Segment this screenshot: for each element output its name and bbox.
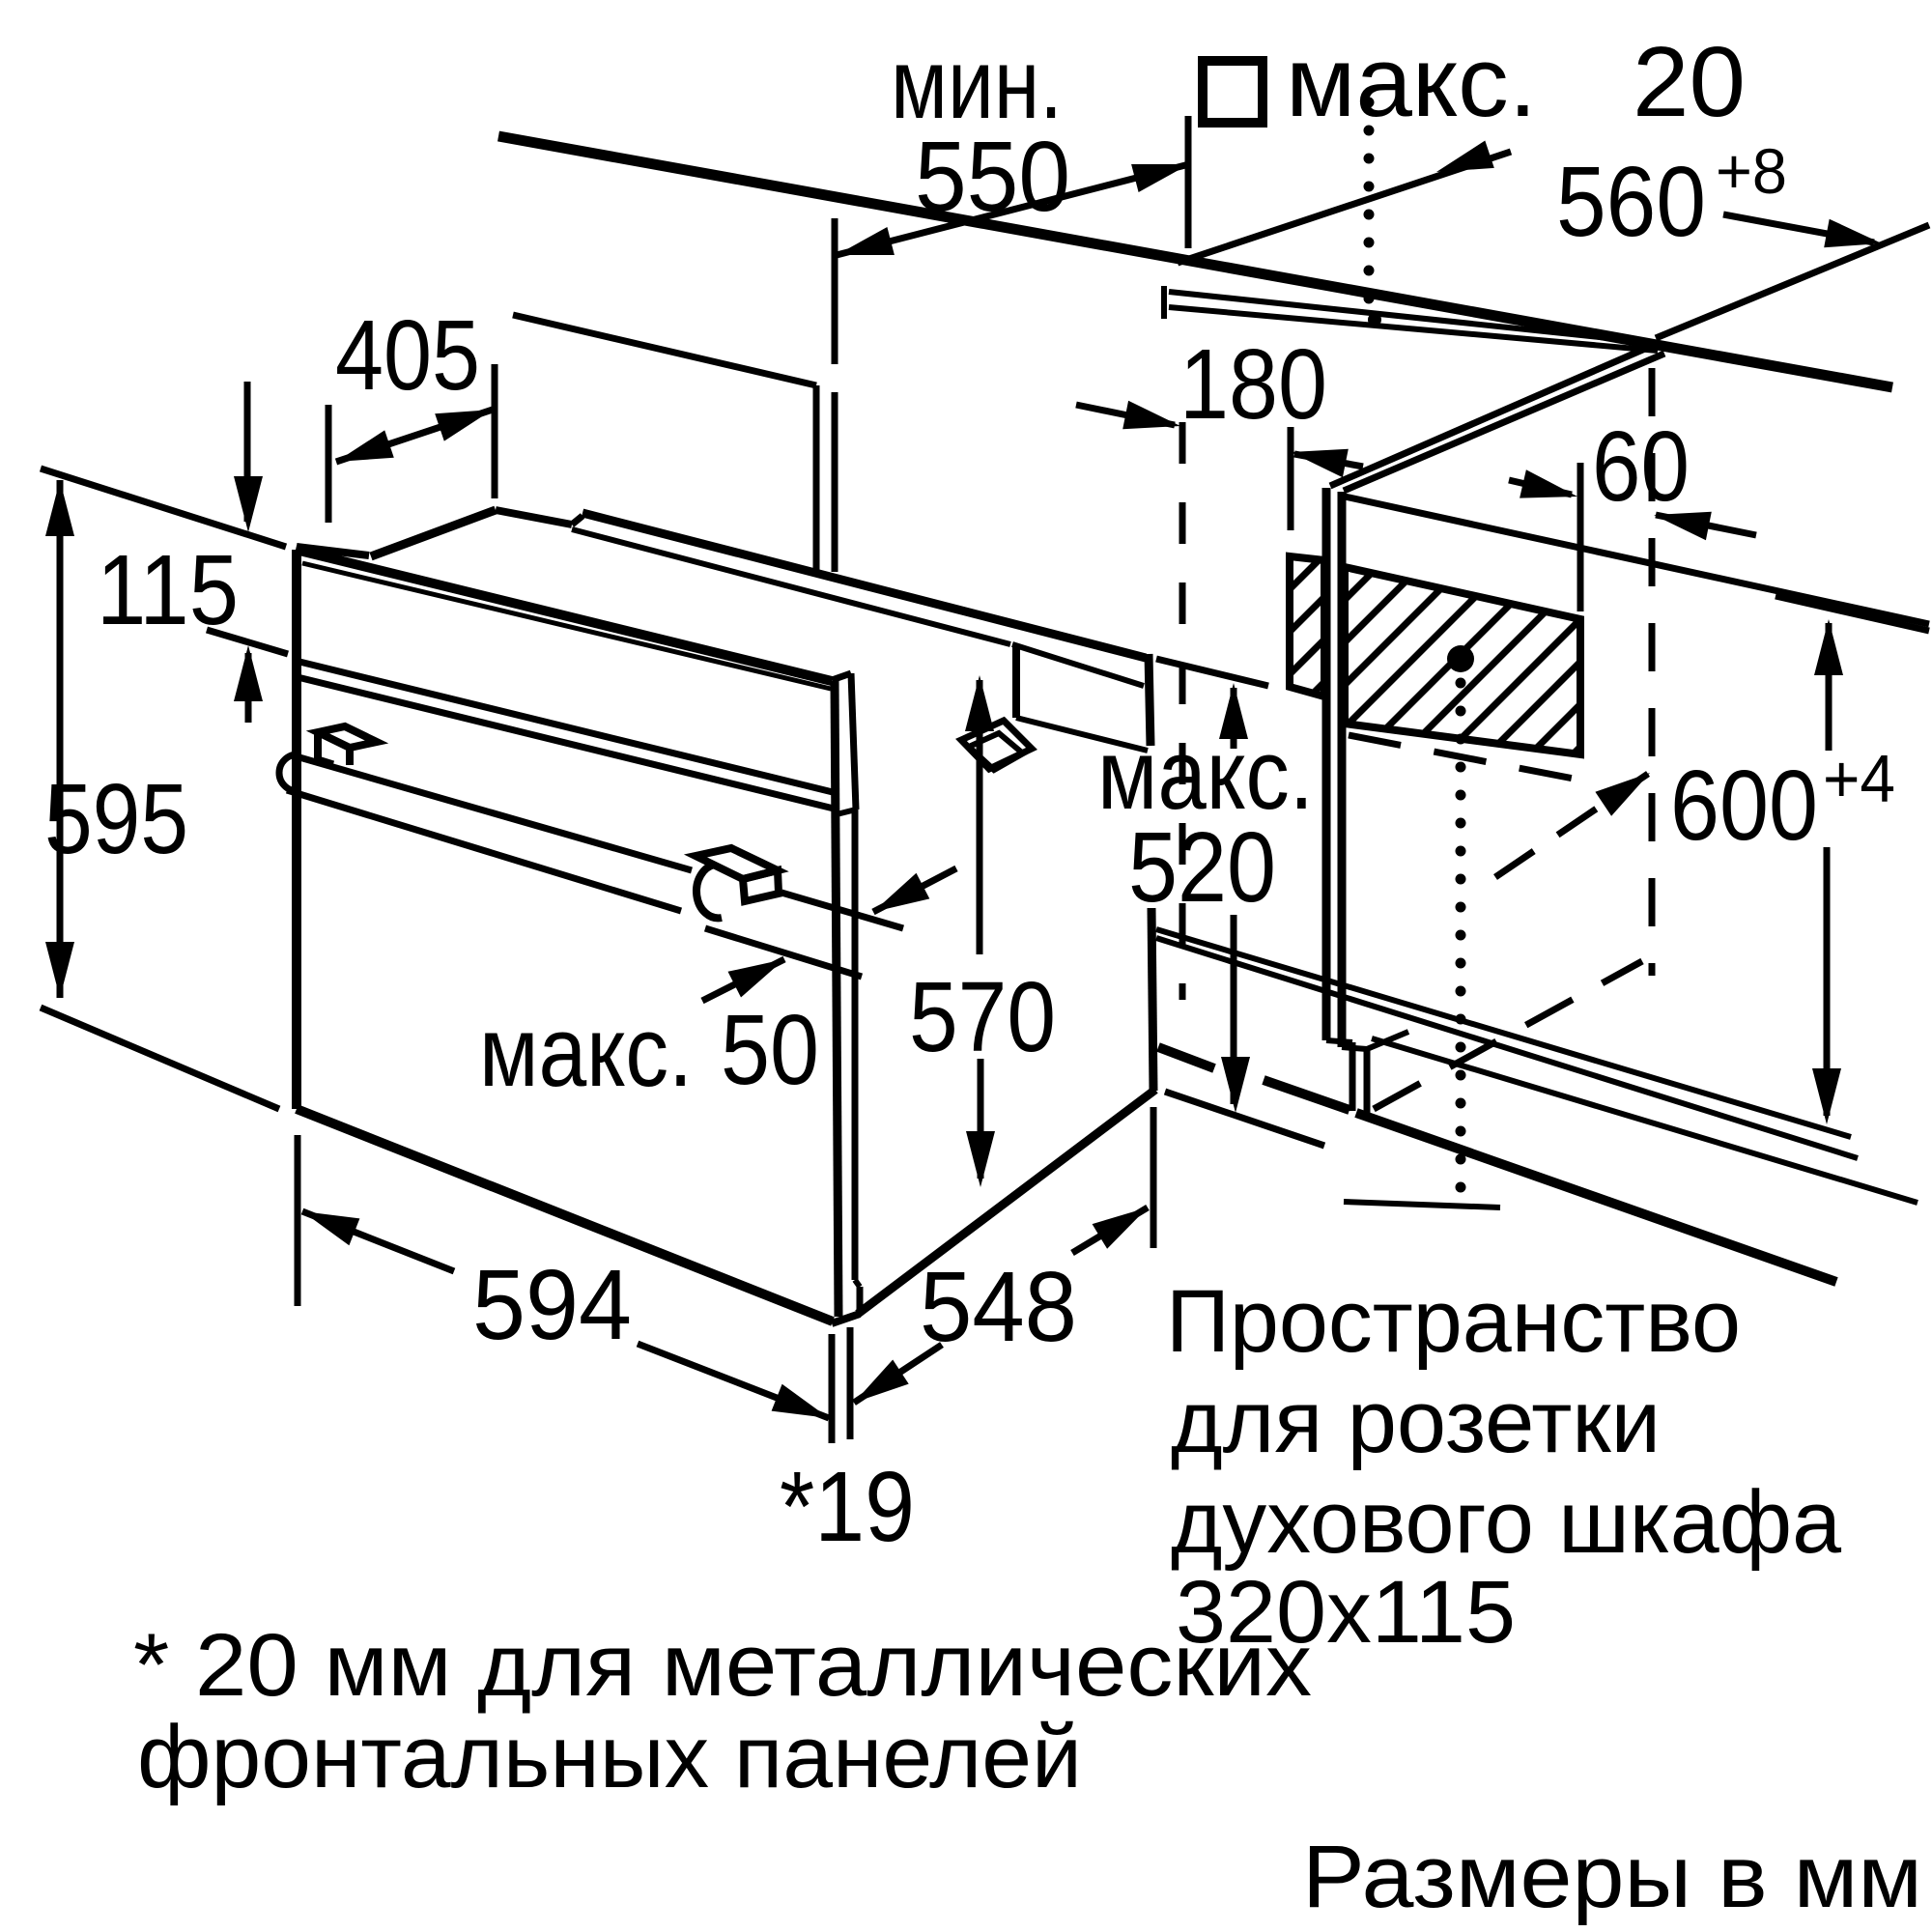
svg-text:560: 560 [1556,146,1706,257]
svg-text:для розетки: для розетки [1171,1373,1661,1471]
svg-text:Пространство: Пространство [1166,1272,1741,1371]
svg-text:60: 60 [1592,411,1690,522]
svg-text:115: 115 [97,534,239,645]
svg-text:320x115: 320x115 [1176,1563,1516,1662]
svg-text:600: 600 [1670,750,1818,861]
svg-text:548: 548 [920,1251,1077,1362]
svg-text:405: 405 [335,299,480,411]
svg-text:520: 520 [1128,811,1276,923]
svg-text:20: 20 [1633,26,1746,137]
svg-text:550: 550 [915,121,1070,232]
svg-text:180: 180 [1179,328,1327,440]
svg-text:макс.: макс. [1097,719,1314,830]
svg-text:594: 594 [472,1249,632,1360]
svg-text:50: 50 [721,994,819,1105]
svg-text:Размеры в мм: Размеры в мм [1302,1828,1922,1926]
svg-text:макс.: макс. [1286,26,1537,137]
svg-text:570: 570 [909,961,1056,1072]
svg-text:*19: *19 [780,1451,915,1562]
svg-text:* 20 мм для металлических: * 20 мм для металлических [133,1616,1312,1715]
svg-text:макс.: макс. [479,996,693,1107]
svg-text:мин.: мин. [891,28,1063,139]
svg-text:фронтальных панелей: фронтальных панелей [137,1708,1082,1806]
svg-text:+4: +4 [1823,741,1895,816]
svg-text:духового шкафа: духового шкафа [1171,1473,1842,1572]
svg-text:+8: +8 [1716,135,1787,207]
svg-text:595: 595 [44,763,188,874]
